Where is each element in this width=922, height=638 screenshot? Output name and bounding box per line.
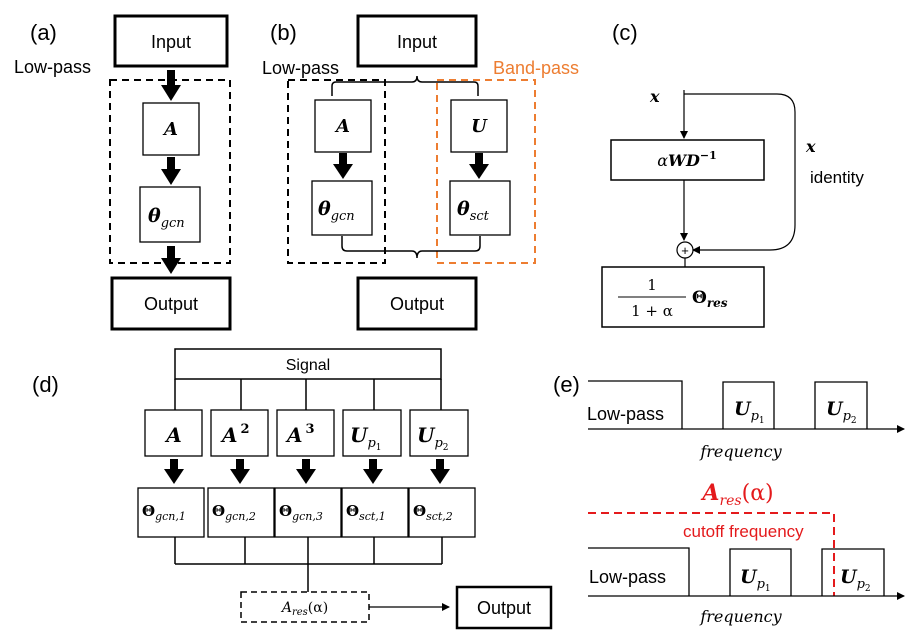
panel-d-A2-box [210,409,269,457]
panel-a-output-box [110,276,232,331]
panel-b-lowpass-region [287,79,386,264]
panel-a: (a) Input Low-pass A θgcn Output [14,14,232,331]
panel-a-A-text: A [162,119,178,140]
panel-e-ares-title: Ares(α) [700,480,773,509]
panel-d-collector [174,537,443,592]
panel-e-top-band-p1 [722,381,775,429]
panel-a-A-box [142,102,200,156]
panel-a-output-text: Output [144,294,198,314]
panel-a-theta: θgcn [148,205,185,231]
panel-e-bottom-lowpass-label: Low-pass [589,567,666,587]
panel-d-theta5: Θsct,2 [413,502,453,523]
panel-e-label: (e) [553,372,580,397]
panel-d-theta4-box [341,487,409,538]
panel-a-input-text: Input [151,32,191,52]
panel-d-theta2: Θgcn,2 [212,502,256,523]
panel-c-identity-label: identity [810,168,864,187]
panel-b-label: (b) [270,20,297,45]
panel-d-theta3: Θgcn,3 [279,502,323,523]
panel-c-operator-box [610,139,765,181]
panel-b-lowpass-label: Low-pass [262,58,339,78]
panel-d-A3-box [276,409,335,457]
panel-c: (c) x x identity αWD−1 + 1 1 + α Θres [601,20,864,328]
panel-d-theta2-box [207,487,275,538]
panel-a-input-box [113,14,229,68]
panel-a-lowpass-label: Low-pass [14,57,91,77]
panel-d-theta1-box [137,487,205,538]
panel-b-A-box [314,99,372,153]
panel-e-bottom-band-p1 [729,548,792,596]
panel-e-bottom-lowpass-band [588,547,690,596]
panel-d-label: (d) [32,372,59,397]
panel-d-arrows [164,459,450,484]
panel-b-theta-sct: θsct [457,198,490,224]
panel-a-arrow-3 [161,246,181,274]
panel-b-input-text: Input [397,32,437,52]
panel-d-Up1: Up1 [350,423,382,453]
panel-e-top-Up2: Up2 [826,398,857,426]
panel-c-frac-num: 1 [647,276,657,294]
panel-c-operator: αWD−1 [657,149,717,170]
panel-e-bottom-Up2: Up2 [840,566,871,594]
panel-c-x-right: x [805,137,816,156]
panel-b-U-text: U [471,116,488,137]
panel-d-ares-box [240,591,370,623]
panel-d-Up2: Up2 [417,423,449,453]
panel-b-U-box [450,99,508,153]
panel-e-bottom-frequency: frequency [699,607,782,626]
panel-e-top-frequency: frequency [699,442,782,461]
panel-c-label: (c) [612,20,638,45]
panel-e-bottom-Up1: Up1 [740,566,771,594]
panel-d-A1-box [144,409,203,457]
panel-b-bottom-brace [341,236,481,259]
panel-a-arrow-1 [161,70,181,101]
panel-b-arrow-A [333,153,353,179]
panel-b-input-box [356,14,478,68]
panel-b-theta-gcn-box [311,180,373,236]
panel-e-cutoff-line [588,512,835,596]
panel-b-bandpass-region [436,79,536,264]
panel-d-theta1: Θgcn,1 [142,502,186,523]
panel-c-plus: + [681,243,689,258]
panel-e-top-lowpass-band [588,380,683,429]
panel-e-cutoff-label: cutoff frequency [683,522,804,541]
panel-d-Up1-box [342,409,402,457]
panel-b-output-text: Output [390,294,444,314]
panel-e-top-Up1: Up1 [734,398,765,426]
panel-d-signal-branches [174,379,442,410]
panel-d-signal-text: Signal [286,357,330,374]
panel-b-A-text: A [334,116,350,137]
panel-d-output-text: Output [477,598,531,618]
panel-b: (b) Input Low-pass Band-pass A U θgcn θs… [262,14,579,331]
panel-c-theta-res: Θres [692,288,728,310]
panel-d-A1: A [164,423,182,447]
panel-b-theta-sct-box [449,180,511,236]
panel-c-x-top: x [649,87,660,106]
panel-d-output-box [455,585,553,630]
panel-d-Up2-box [409,409,469,457]
panel-a-label: (a) [30,20,57,45]
panel-e-top-lowpass-label: Low-pass [587,404,664,424]
panel-d-theta5-box [408,487,476,538]
panel-b-arrow-U [469,153,489,179]
panel-d-signal-box [174,348,442,380]
panel-b-top-brace [331,75,479,96]
panel-d-ares: Ares(α) [280,600,328,618]
panel-b-output-box [356,276,478,331]
panel-c-frac-den: 1 + α [631,302,673,320]
panel-a-theta-box [139,186,201,243]
panel-e: (e) Low-pass Up1 Up2 frequency Ares(α) c… [553,372,905,626]
panel-d-theta4: Θsct,1 [346,502,386,523]
panel-a-arrow-2 [161,157,181,185]
panel-e-top-band-p2 [814,381,868,429]
panel-b-bandpass-label: Band-pass [493,58,579,78]
panel-e-bottom-band-p2 [821,548,885,596]
panel-b-theta-gcn: θgcn [318,198,355,224]
panel-c-identity-path [684,93,796,254]
